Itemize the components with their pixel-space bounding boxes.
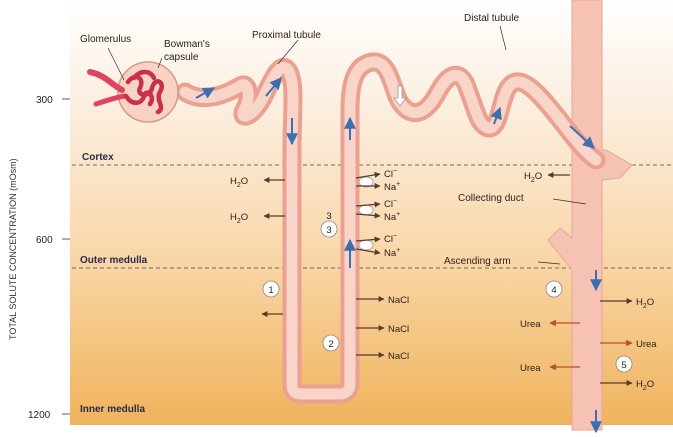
step-marker-5: 5 [616, 356, 632, 372]
zone-label-inner-medulla: Inner medulla [80, 404, 145, 415]
zone-label-cortex: Cortex [82, 152, 114, 163]
svg-text:5: 5 [621, 360, 626, 371]
step-marker-2: 2 [323, 335, 339, 351]
step-marker-4: 4 [546, 281, 562, 297]
svg-text:3: 3 [326, 211, 331, 222]
step-marker-1: 1 [263, 281, 279, 297]
label-bowmans-capsule-line2: capsule [164, 52, 199, 63]
label-urea: Urea [636, 339, 657, 350]
label-distal-tubule: Distal tubule [464, 13, 519, 24]
label-urea: Urea [520, 319, 541, 330]
svg-text:4: 4 [551, 285, 556, 296]
label-collecting-duct: Collecting duct [458, 193, 524, 204]
y-tick-label: 300 [36, 95, 53, 106]
y-axis: 300 600 1200 TOTAL SOLUTE CONCENTRATION … [8, 95, 70, 421]
step-marker-3-label: 3 [326, 211, 331, 222]
svg-text:1: 1 [268, 285, 273, 296]
label-bowmans-capsule-line1: Bowman's [164, 39, 210, 50]
svg-text:3: 3 [326, 225, 331, 236]
label-nacl: NaCl [388, 351, 409, 362]
step-marker-3: 3 [321, 221, 337, 237]
svg-text:2: 2 [328, 339, 333, 350]
label-urea: Urea [520, 363, 541, 374]
label-nacl: NaCl [388, 324, 409, 335]
y-tick-label: 1200 [28, 410, 51, 421]
label-nacl: NaCl [388, 295, 409, 306]
label-glomerulus: Glomerulus [80, 34, 131, 45]
label-ascending-arm: Ascending arm [444, 256, 511, 267]
y-axis-title: TOTAL SOLUTE CONCENTRATION (mOsm) [8, 158, 18, 340]
zone-label-outer-medulla: Outer medulla [80, 255, 148, 266]
y-tick-label: 600 [36, 235, 53, 246]
label-proximal-tubule: Proximal tubule [252, 30, 321, 41]
